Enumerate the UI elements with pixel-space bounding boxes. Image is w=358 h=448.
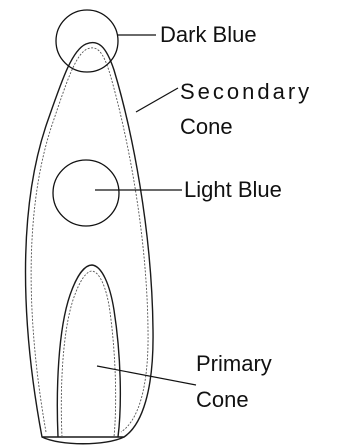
primary-cone-shape [57, 265, 120, 437]
secondary-cone-label-line2: Cone [180, 114, 233, 139]
secondary-cone-leader [136, 88, 178, 112]
light-blue-circle [53, 160, 119, 226]
secondary-cone-inner-edge [31, 48, 148, 432]
primary-cone-label-line1: Primary [196, 351, 272, 376]
secondary-cone-shape [26, 42, 154, 443]
secondary-cone-label-line1: Secondary [180, 79, 312, 104]
secondary-cone-base [42, 437, 124, 444]
light-blue-label: Light Blue [184, 177, 282, 202]
primary-cone-label-line2: Cone [196, 387, 249, 412]
primary-cone-outline [57, 265, 120, 437]
dark-blue-circle [56, 10, 118, 72]
secondary-cone-outline [26, 42, 154, 437]
dark-blue-label: Dark Blue [160, 22, 257, 47]
